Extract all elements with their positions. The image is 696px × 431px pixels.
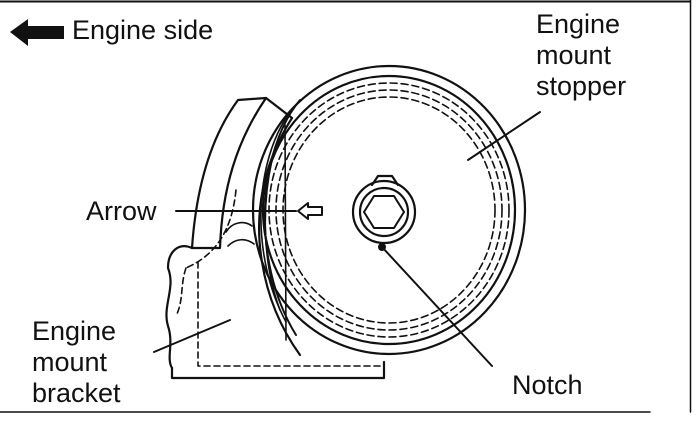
notch-label: Notch: [512, 370, 583, 400]
bracket-leader-line: [153, 319, 231, 353]
left-arrow-icon: [10, 19, 64, 46]
hollow-arrow-icon: [297, 202, 323, 220]
stopper-label-line-3: stopper: [536, 71, 627, 101]
engine-mount-bracket-label: Engine mount bracket: [32, 316, 121, 409]
bracket-label-line-3: bracket: [32, 378, 121, 408]
notch-leader-line: [381, 246, 493, 367]
stopper-label-line-2: mount: [536, 40, 612, 70]
bracket-label-line-2: mount: [32, 347, 108, 377]
bracket-label-line-1: Engine: [32, 316, 117, 346]
stopper-leader-line: [467, 111, 541, 161]
stopper-label-line-1: Engine: [536, 9, 621, 39]
engine-mount-stopper-label: Engine mount stopper: [536, 9, 626, 102]
arrow-label: Arrow: [86, 196, 157, 226]
engine-side-label: Engine side: [72, 15, 214, 45]
hex-bolt-icon: [351, 174, 417, 251]
